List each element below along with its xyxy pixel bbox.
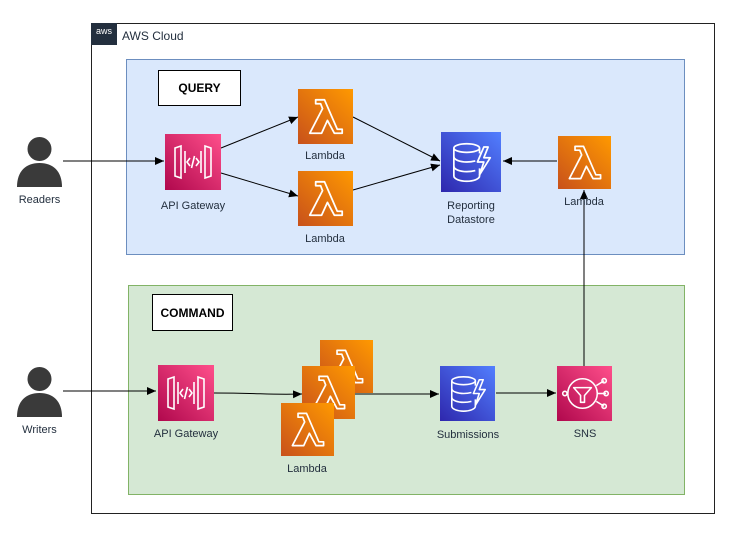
dynamodb-icon — [440, 366, 495, 421]
sns-label: SNS — [573, 428, 597, 440]
query-api-gateway-label: API Gateway — [160, 200, 226, 212]
sns-icon — [557, 366, 612, 421]
command-lambda-label: Lambda — [287, 463, 327, 475]
aws-cloud-label: AWS Cloud — [122, 29, 184, 43]
submissions-label: Submissions — [436, 429, 500, 441]
lambda-bottom-to-datastore-arrow — [352, 163, 441, 191]
reporting-datastore-label-line2: Datastore — [447, 214, 495, 226]
lambda-icon — [298, 89, 353, 144]
query-lambda-right-label: Lambda — [564, 196, 604, 208]
api-gateway-icon — [165, 134, 221, 190]
reporting-datastore-label-line1: Reporting — [447, 200, 495, 212]
writers-user-icon — [17, 367, 62, 417]
api-to-lambda-bottom-arrow — [220, 172, 299, 198]
query-lambda-top-label: Lambda — [305, 150, 345, 162]
readers-label: Readers — [18, 194, 61, 206]
lambda-icon — [298, 171, 353, 226]
readers-user-icon — [17, 137, 62, 187]
lambda-icon — [558, 136, 611, 189]
command-title: COMMAND — [152, 294, 233, 331]
query-title: QUERY — [158, 70, 241, 106]
command-api-gateway-label: API Gateway — [153, 428, 219, 440]
aws-cloud-group — [91, 23, 715, 514]
writers-label: Writers — [22, 424, 57, 436]
api-to-lambda-top-arrow — [220, 116, 299, 149]
lambda-top-to-datastore-arrow — [352, 116, 441, 162]
dynamodb-icon — [441, 132, 501, 192]
api-to-lambdas-arrow — [213, 390, 303, 399]
aws-logo-icon: aws — [91, 23, 117, 45]
lambda-icon — [281, 403, 334, 456]
api-gateway-icon — [158, 365, 214, 421]
query-lambda-bottom-label: Lambda — [305, 233, 345, 245]
